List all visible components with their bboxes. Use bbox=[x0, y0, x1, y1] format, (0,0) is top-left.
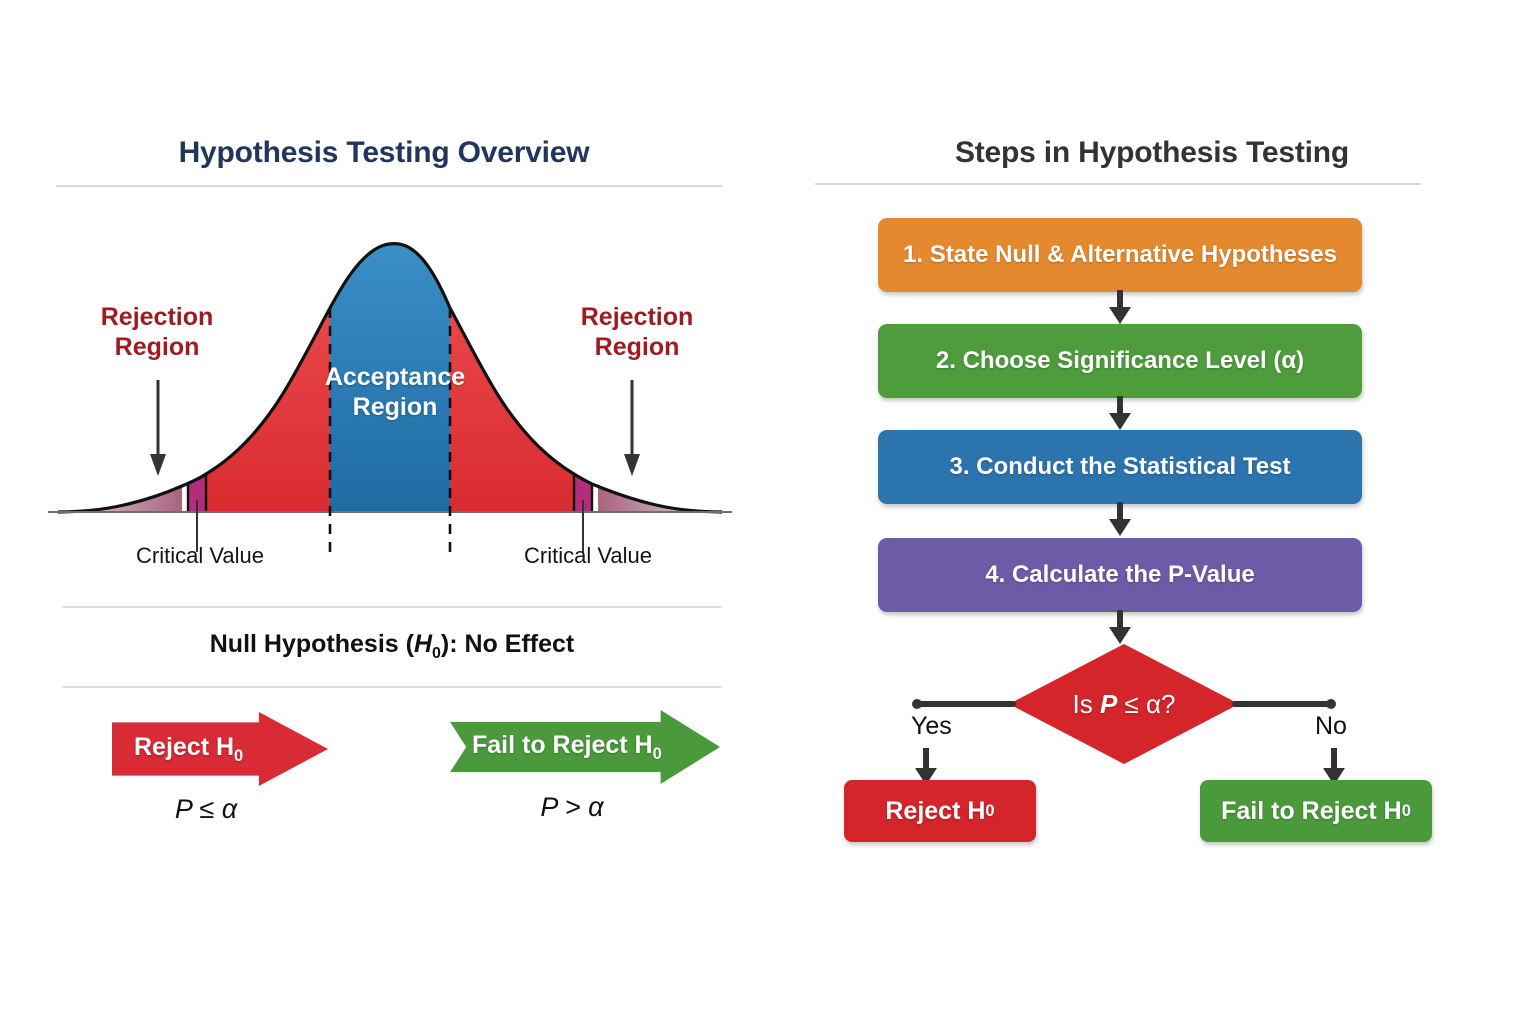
reject-banner-text: Reject H0 bbox=[134, 732, 244, 765]
critical-sliver-left bbox=[188, 474, 206, 512]
fail-reject-banner-text: Fail to Reject H0 bbox=[472, 730, 662, 763]
decision-banner-fail-reject[interactable]: Fail to Reject H0 P > α bbox=[450, 710, 720, 823]
null-statement-symbol: H bbox=[413, 630, 432, 658]
page-title-right: Steps in Hypothesis Testing bbox=[954, 136, 1350, 169]
rejection-region-label-right: Rejection Region bbox=[580, 303, 694, 361]
page-title-left: Hypothesis Testing Overview bbox=[178, 136, 590, 169]
normal-distribution-chart bbox=[48, 242, 732, 552]
title-divider-right bbox=[815, 183, 1421, 185]
null-hypothesis-statement: Null Hypothesis (H0): No Effect bbox=[62, 630, 722, 663]
flow-arrow-3-to-4 bbox=[1109, 502, 1131, 536]
decision-diamond[interactable]: Is P ≤ α? bbox=[1009, 644, 1239, 764]
bell-curve-figure bbox=[40, 200, 740, 600]
branch-rail-yes bbox=[912, 699, 1016, 709]
tail-region-left bbox=[58, 486, 182, 512]
null-statement-divider-bottom bbox=[62, 686, 722, 688]
flow-step-4[interactable]: 4. Calculate the P-Value bbox=[878, 538, 1362, 612]
null-statement-subscript: 0 bbox=[432, 645, 441, 662]
flow-step-3[interactable]: 3. Conduct the Statistical Test bbox=[878, 430, 1362, 504]
flow-step-1[interactable]: 1. State Null & Alternative Hypotheses bbox=[878, 218, 1362, 292]
reject-arrow-shape: Reject H0 bbox=[112, 712, 328, 786]
branch-label-no: No bbox=[1315, 712, 1347, 740]
critical-value-label-right: Critical Value bbox=[524, 543, 652, 568]
branch-rail-no bbox=[1232, 699, 1336, 709]
rail-endpoint-dot-yes bbox=[912, 699, 922, 709]
title-divider-left bbox=[56, 185, 722, 187]
rejection-area-right bbox=[450, 308, 574, 512]
reject-condition-text: P ≤ α bbox=[174, 794, 238, 824]
flowchart: 1. State Null & Alternative Hypotheses 2… bbox=[768, 0, 1536, 1024]
decision-banner-reject[interactable]: Reject H0 P ≤ α bbox=[112, 712, 328, 825]
rejection-pointer-right bbox=[624, 380, 640, 476]
rejection-area-left bbox=[206, 308, 330, 512]
fail-reject-arrow-shape: Fail to Reject H0 bbox=[450, 710, 720, 784]
normal-curve-outline bbox=[57, 242, 723, 514]
branch-label-yes: Yes bbox=[911, 712, 952, 740]
tail-region-right bbox=[598, 486, 722, 512]
rail-endpoint-dot-no bbox=[1326, 699, 1336, 709]
flow-step-2[interactable]: 2. Choose Significance Level (α) bbox=[878, 324, 1362, 398]
null-statement-prefix: Null Hypothesis ( bbox=[209, 630, 414, 658]
null-statement-suffix: ): No Effect bbox=[440, 630, 575, 658]
null-statement-divider-top bbox=[62, 606, 722, 608]
panel-hypothesis-overview: Hypothesis Testing Overview bbox=[40, 136, 740, 825]
panel-steps-flowchart: Steps in Hypothesis Testing 1. State Nul… bbox=[768, 0, 1536, 1024]
acceptance-area bbox=[330, 243, 450, 512]
flow-arrow-1-to-2 bbox=[1109, 290, 1131, 324]
flow-arrow-2-to-3 bbox=[1109, 396, 1131, 430]
decision-diamond-text: Is P ≤ α? bbox=[1072, 688, 1176, 719]
flow-arrow-4-to-decision bbox=[1109, 610, 1131, 644]
rejection-region-label-left: Rejection Region bbox=[100, 303, 214, 361]
fail-reject-condition-text: P > α bbox=[540, 792, 604, 822]
acceptance-region-label: Acceptance Region bbox=[324, 363, 466, 421]
critical-value-label-left: Critical Value bbox=[136, 543, 264, 568]
rejection-pointer-left bbox=[150, 380, 166, 476]
